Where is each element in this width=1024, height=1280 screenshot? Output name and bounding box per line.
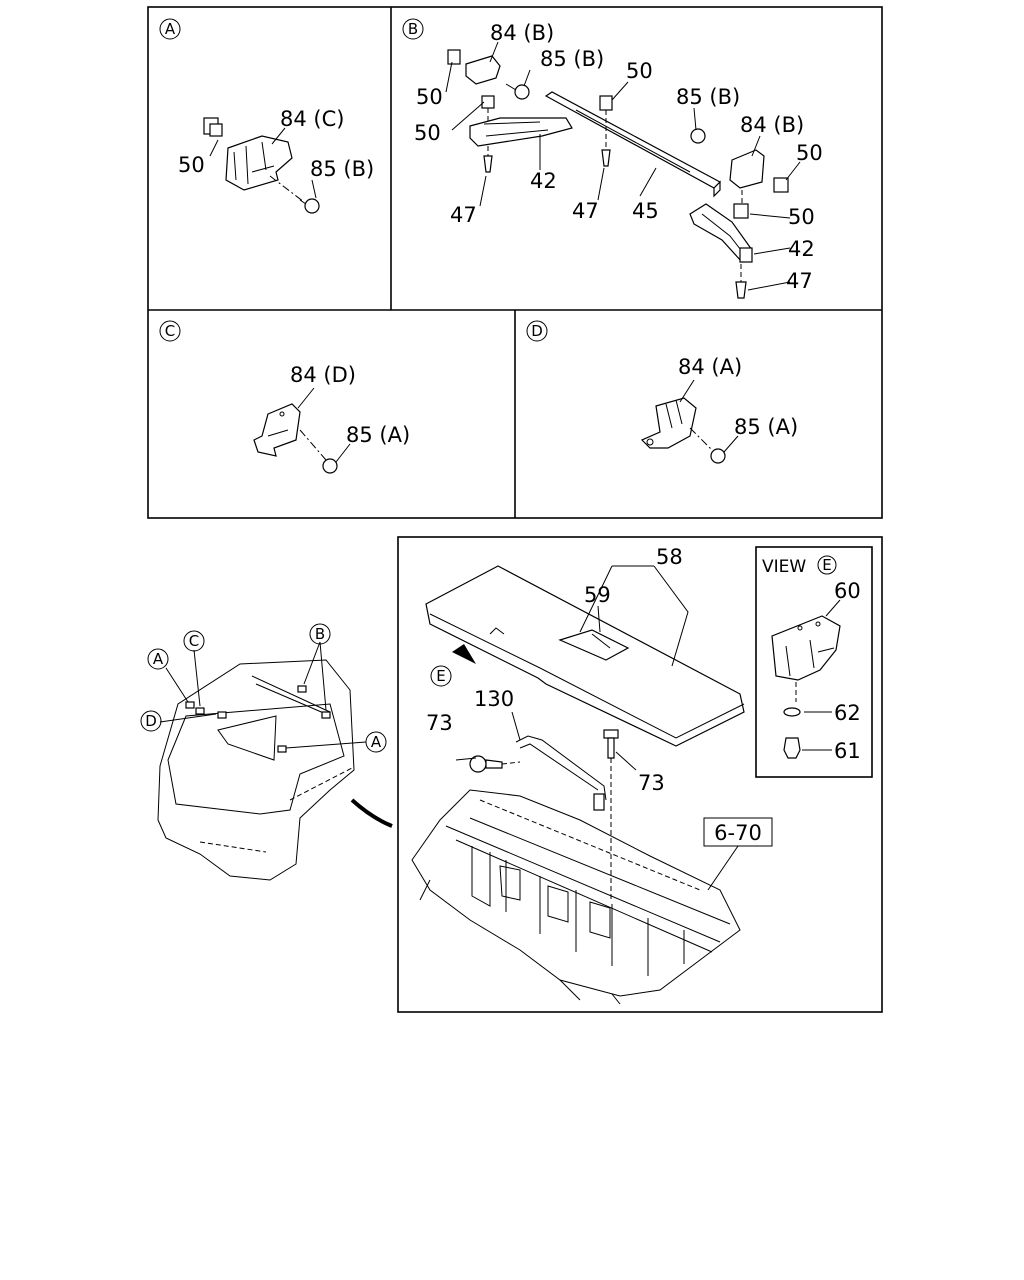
screw-47-center — [601, 149, 611, 167]
callout-50-center: 50 — [626, 59, 653, 83]
svg-text:D: D — [145, 712, 157, 730]
callout-47-center: 47 — [572, 199, 599, 223]
callout-47-left: 47 — [450, 203, 477, 227]
callout-50-lower-left: 50 — [414, 121, 441, 145]
svg-text:D: D — [531, 322, 543, 340]
detail-panels-frame — [147, 6, 883, 519]
screw-85b — [269, 175, 320, 214]
callout-85a-d: 85 (A) — [734, 415, 798, 439]
svg-text:A: A — [371, 733, 382, 751]
bolt-73-left — [469, 755, 521, 773]
callout-42-right: 42 — [788, 237, 815, 261]
callout-84c: 84 (C) — [280, 107, 344, 131]
view-prefix: VIEW — [762, 557, 806, 577]
callout-84d: 84 (D) — [290, 363, 356, 387]
panel-d: D 84 (A) 85 (A) — [526, 320, 798, 464]
callout-73-left: 73 — [426, 711, 453, 735]
bracket-84d — [253, 403, 301, 457]
callout-61: 61 — [834, 739, 861, 763]
callout-85b-right: 85 (B) — [676, 85, 740, 109]
callout-50-right-mid: 50 — [788, 205, 815, 229]
bar-45 — [544, 91, 721, 198]
svg-text:C: C — [165, 322, 175, 340]
svg-text:B: B — [315, 625, 325, 643]
vehicle-marker-c: C — [183, 630, 205, 652]
bracket-42-right — [689, 203, 753, 263]
bracket-42-left — [469, 108, 573, 147]
assembly-panel: E 6- — [397, 536, 883, 1013]
callout-47-right: 47 — [786, 269, 813, 293]
callout-58: 58 — [656, 545, 683, 569]
washer-62 — [783, 707, 801, 717]
callout-85b: 85 (B) — [310, 157, 374, 181]
view-marker-e: E — [430, 665, 452, 687]
clip-50-center — [599, 95, 613, 150]
bracket-84b-left — [447, 49, 501, 109]
callout-85a-c: 85 (A) — [346, 423, 410, 447]
panel-d-key-marker: D — [526, 320, 548, 342]
ref-box-label: 6-70 — [714, 821, 762, 845]
panel-b-key-marker: B — [402, 18, 424, 40]
fastener-61 — [783, 737, 801, 759]
vehicle-marker-d: D — [140, 710, 162, 732]
vehicle-marker-a-right: A — [365, 731, 387, 753]
panel-a-key-marker: A — [159, 18, 181, 40]
bolt-73-right — [603, 729, 619, 900]
view-direction-arrow — [452, 644, 476, 664]
callout-73-right: 73 — [638, 771, 665, 795]
bracket-84a — [640, 397, 697, 449]
nut-85a-c — [299, 429, 338, 474]
floor-board-58 — [425, 565, 745, 747]
svg-text:A: A — [153, 650, 164, 668]
svg-text:A: A — [165, 20, 176, 38]
callout-85b-left: 85 (B) — [540, 47, 604, 71]
screw-85b-left — [505, 83, 530, 100]
view-e-inset: VIEW E 60 62 61 — [755, 546, 873, 778]
callout-50: 50 — [178, 153, 205, 177]
vehicle-marker-b: B — [309, 623, 331, 645]
clip-50 — [203, 117, 223, 137]
strap-130 — [515, 735, 607, 811]
nut-85a-d — [689, 427, 726, 464]
callout-84a: 84 (A) — [678, 355, 742, 379]
bracket-84b-right — [690, 128, 789, 219]
svg-text:E: E — [436, 667, 445, 685]
handle-59 — [558, 629, 630, 661]
callout-84b-right: 84 (B) — [740, 113, 804, 137]
screw-47-right — [735, 264, 747, 299]
callout-50-upper-left: 50 — [416, 85, 443, 109]
rear-floor-body — [411, 789, 741, 1005]
view-e-marker: E — [817, 555, 837, 575]
svg-text:E: E — [822, 556, 831, 574]
svg-text:C: C — [189, 632, 199, 650]
callout-45: 45 — [632, 199, 659, 223]
callout-84b-left: 84 (B) — [490, 21, 554, 45]
clip-60 — [771, 615, 841, 702]
svg-text:B: B — [408, 20, 418, 38]
callout-59: 59 — [584, 583, 611, 607]
bracket-84c — [225, 135, 293, 191]
screw-47-left — [483, 146, 493, 173]
callout-130: 130 — [474, 687, 514, 711]
callout-42-left: 42 — [530, 169, 557, 193]
vehicle-overview: A C B D A — [140, 623, 393, 881]
callout-60: 60 — [834, 579, 861, 603]
callout-62: 62 — [834, 701, 861, 725]
panel-c-key-marker: C — [159, 320, 181, 342]
panel-b: B — [402, 18, 823, 299]
reference-box-6-70: 6-70 — [703, 817, 773, 891]
callout-50-right-top: 50 — [796, 141, 823, 165]
panel-a: A 84 (C) 50 85 (B) — [159, 18, 374, 214]
panel-c: C 84 (D) 85 (A) — [159, 320, 410, 474]
vehicle-marker-a-left: A — [147, 648, 169, 670]
